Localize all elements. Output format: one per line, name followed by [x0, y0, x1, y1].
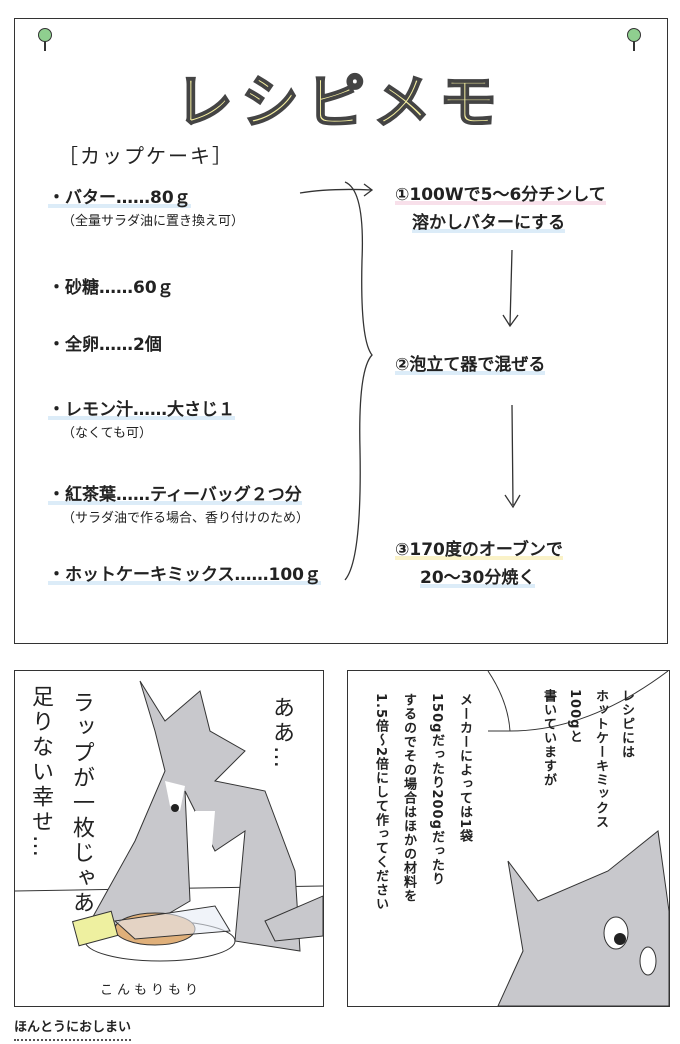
pin-icon: [38, 28, 52, 51]
pin-icon: [627, 28, 641, 51]
recipe-memo: [14, 18, 668, 644]
ingredient: ・砂糖……60ｇ: [48, 278, 174, 298]
panel-wolf-explains: レシピには ホットケーキミックス 100gと 書いていますが メーカーによっては…: [347, 670, 670, 1007]
bubble-line: 書いていますが: [541, 689, 556, 787]
step-1-cont: 溶かしバターにする: [412, 208, 565, 233]
arrow-icon: [299, 183, 374, 197]
wolf-face-illustration: [487, 671, 669, 1006]
ingredient: ・全卵……2個: [48, 335, 162, 355]
speech-text: 足りない幸せ…: [28, 685, 53, 860]
ingredient: ・紅茶葉……ティーバッグ２つ分: [48, 480, 302, 505]
ingredient-note: （なくても可）: [62, 426, 152, 441]
speech-text: ラップが一枚じゃあ: [69, 691, 94, 916]
ingredient-note: （サラダ油で作る場合、香り付けのため）: [62, 511, 310, 526]
narration-line: するのでその場合はほかの材料を: [401, 693, 416, 903]
ingredient: ・ホットケーキミックス……100ｇ: [48, 560, 321, 585]
bubble-line: 100gと: [567, 689, 582, 744]
panel-wolf-eating: ああ… ラップが一枚じゃあ 足りない幸せ… こんもりもり: [14, 670, 324, 1007]
step-1: ①100Wで5～6分チンして: [395, 180, 606, 205]
bubble-line: ホットケーキミックス: [593, 689, 608, 829]
ingredient-note: （全量サラダ油に置き換え可）: [62, 214, 245, 229]
narration-line: 1.5倍〜2倍にして作ってください: [373, 693, 388, 912]
step-3-cont: 20～30分焼く: [420, 563, 535, 588]
sound-effect: こんもりもり: [100, 983, 203, 998]
narration-line: メーカーによっては1袋: [457, 693, 472, 844]
step-3: ③170度のオーブンで: [395, 535, 563, 560]
arrow-down-icon: [502, 249, 519, 328]
memo-title: レシピメモ: [174, 67, 505, 137]
memo-arrows: [299, 181, 521, 581]
ingredient: ・レモン汁……大さじ１: [48, 395, 235, 420]
bubble-line: レシピには: [619, 689, 634, 759]
step-2: ②泡立て器で混ぜる: [395, 350, 545, 375]
footer-text: ほんとうにおしまい: [14, 1016, 132, 1041]
ingredient: ・バター……80ｇ: [48, 183, 191, 208]
speech-text: ああ…: [269, 696, 294, 771]
narration-line: 150gだったり200gだったり: [429, 693, 444, 886]
brace-icon: [344, 181, 373, 581]
recipe-name: ［カップケーキ］: [58, 144, 234, 168]
arrow-down-icon: [504, 404, 521, 509]
wolf-illustration: [15, 680, 323, 962]
